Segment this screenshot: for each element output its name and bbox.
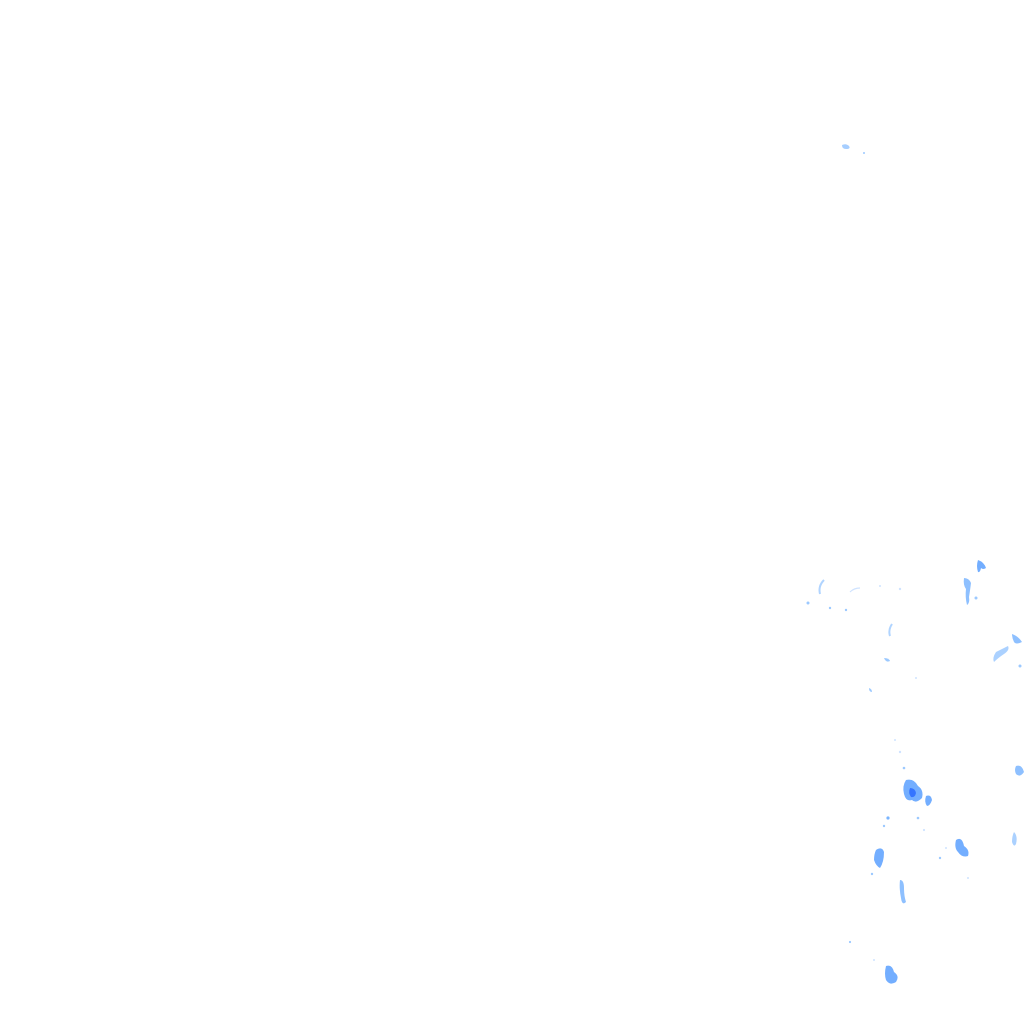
echo-cell [1012,634,1022,644]
echo-dot [898,587,902,591]
echo-cell [925,795,932,806]
echo-core [909,788,916,798]
echo-dot [870,872,874,876]
echo-dot [915,677,917,679]
echo-cell [1012,832,1017,846]
echo-dot [1018,664,1022,668]
echo-dot [945,847,947,849]
echo-cell [1015,765,1024,776]
precipitation-layer [806,144,1024,984]
echo-cell [963,578,971,605]
echo-dot [863,152,865,154]
echo-dot [873,959,875,961]
echo-dot [974,596,978,600]
echo-dot [967,877,969,879]
echo-dot [916,816,920,820]
echo-arc [818,579,825,595]
echo-dot [806,601,810,605]
echo-cell [885,965,898,984]
echo-dot [844,608,848,612]
echo-dot [828,606,832,610]
echo-cell [869,688,872,692]
echo-cell [993,646,1009,662]
echo-dot [882,824,886,828]
echo-cell [955,838,969,857]
echo-dot [879,585,881,587]
echo-dot [922,828,926,832]
echo-arc [849,587,861,593]
echo-arc [888,623,893,637]
echo-dot [886,816,890,820]
echo-cell [899,880,906,904]
echo-dot [898,750,902,754]
echo-dot [894,739,896,741]
echo-dot [938,856,942,860]
echo-cell [977,560,986,573]
echo-dot [848,940,852,944]
echo-cell [874,848,884,868]
echo-dot [902,766,906,770]
echo-top [842,144,850,149]
echo-cell [884,658,890,662]
